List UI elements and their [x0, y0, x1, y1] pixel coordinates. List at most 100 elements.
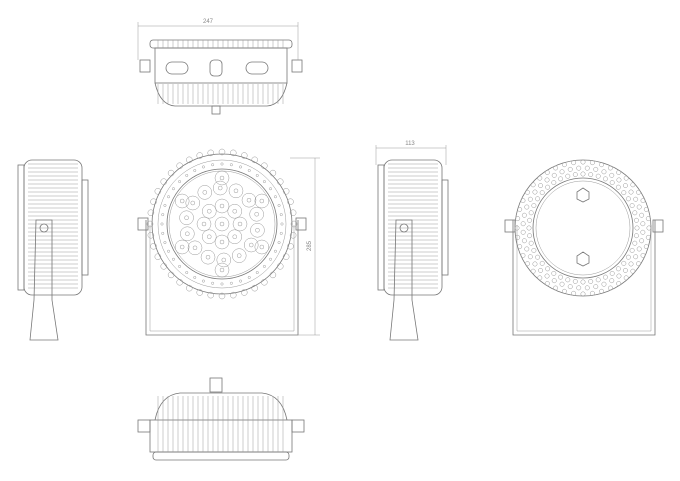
outline	[229, 163, 233, 167]
fin	[538, 267, 544, 273]
fin	[551, 180, 557, 186]
fin	[580, 171, 586, 177]
outline	[166, 168, 278, 280]
outline	[167, 195, 170, 199]
fin	[599, 162, 605, 168]
fin	[640, 198, 646, 204]
fin	[595, 173, 601, 179]
outline	[279, 213, 283, 217]
fin	[515, 234, 521, 240]
dimension-height: 285	[290, 157, 320, 336]
fin	[520, 252, 526, 258]
top-view	[139, 39, 303, 115]
fin	[589, 160, 595, 166]
outline	[269, 187, 272, 191]
outline	[532, 177, 634, 279]
fin	[544, 177, 550, 183]
fin	[601, 281, 607, 287]
fin	[576, 165, 582, 171]
outline	[255, 174, 259, 177]
led-lens	[200, 249, 216, 265]
outline	[220, 282, 224, 286]
fin	[531, 203, 537, 209]
fin	[527, 217, 532, 223]
fin	[558, 176, 564, 182]
height-label: 285	[307, 240, 313, 251]
fin	[584, 165, 590, 171]
outline	[295, 217, 307, 231]
led-lens	[197, 185, 213, 200]
fin	[634, 217, 639, 223]
fin	[530, 182, 536, 188]
fin-bolt	[196, 289, 204, 296]
fin	[640, 221, 646, 227]
fin	[527, 254, 533, 260]
outline	[504, 219, 516, 233]
fin	[524, 204, 530, 210]
led-lens	[231, 248, 247, 263]
dimension-depth: 113	[375, 141, 447, 165]
outline	[516, 225, 652, 332]
fin	[616, 177, 622, 183]
right-side-view	[377, 159, 449, 341]
fin	[580, 279, 586, 285]
led-lens	[243, 237, 259, 253]
outline	[229, 281, 233, 285]
fin	[636, 204, 642, 210]
fin	[643, 206, 649, 212]
fin	[625, 196, 631, 202]
fin	[532, 189, 538, 195]
fin	[589, 290, 595, 296]
fin	[530, 268, 536, 274]
outline	[441, 179, 449, 276]
fin-bolt	[269, 271, 277, 279]
fin	[572, 172, 578, 177]
outline	[377, 164, 385, 291]
fin	[551, 278, 557, 284]
outline	[161, 231, 165, 235]
outline	[185, 231, 190, 237]
fin	[636, 189, 641, 195]
fin	[639, 212, 645, 218]
fin	[609, 180, 615, 186]
fin-bolt	[196, 152, 204, 159]
fin-bolt	[160, 178, 168, 185]
fin	[632, 210, 638, 216]
outline	[255, 228, 260, 233]
fin	[607, 285, 613, 291]
fin	[525, 189, 530, 195]
fin	[537, 275, 543, 281]
fin	[593, 166, 599, 172]
fin	[517, 244, 523, 250]
fin	[616, 281, 622, 286]
fin	[521, 238, 527, 244]
outline	[255, 271, 259, 274]
outline	[280, 222, 284, 226]
outline	[139, 59, 151, 73]
fin	[621, 190, 627, 196]
led-lens	[232, 216, 248, 232]
outline	[205, 254, 211, 260]
outline	[246, 197, 252, 203]
dimension-width: 247	[137, 19, 299, 60]
outline	[279, 231, 283, 235]
fin	[645, 216, 651, 222]
outline	[219, 221, 225, 227]
outline	[149, 419, 293, 453]
fin	[544, 273, 550, 279]
fin	[634, 225, 640, 231]
fin-bolt	[160, 263, 168, 270]
fin	[609, 270, 615, 276]
outline	[151, 153, 293, 295]
outline	[178, 180, 182, 184]
fin	[567, 166, 573, 172]
fin-bolt	[150, 198, 157, 206]
fin	[599, 288, 605, 294]
fin	[634, 233, 639, 239]
outline	[184, 215, 189, 220]
fin	[625, 254, 631, 260]
led-lens	[212, 180, 228, 196]
led-lens	[214, 262, 230, 278]
outline	[219, 267, 225, 273]
outline	[236, 253, 242, 258]
